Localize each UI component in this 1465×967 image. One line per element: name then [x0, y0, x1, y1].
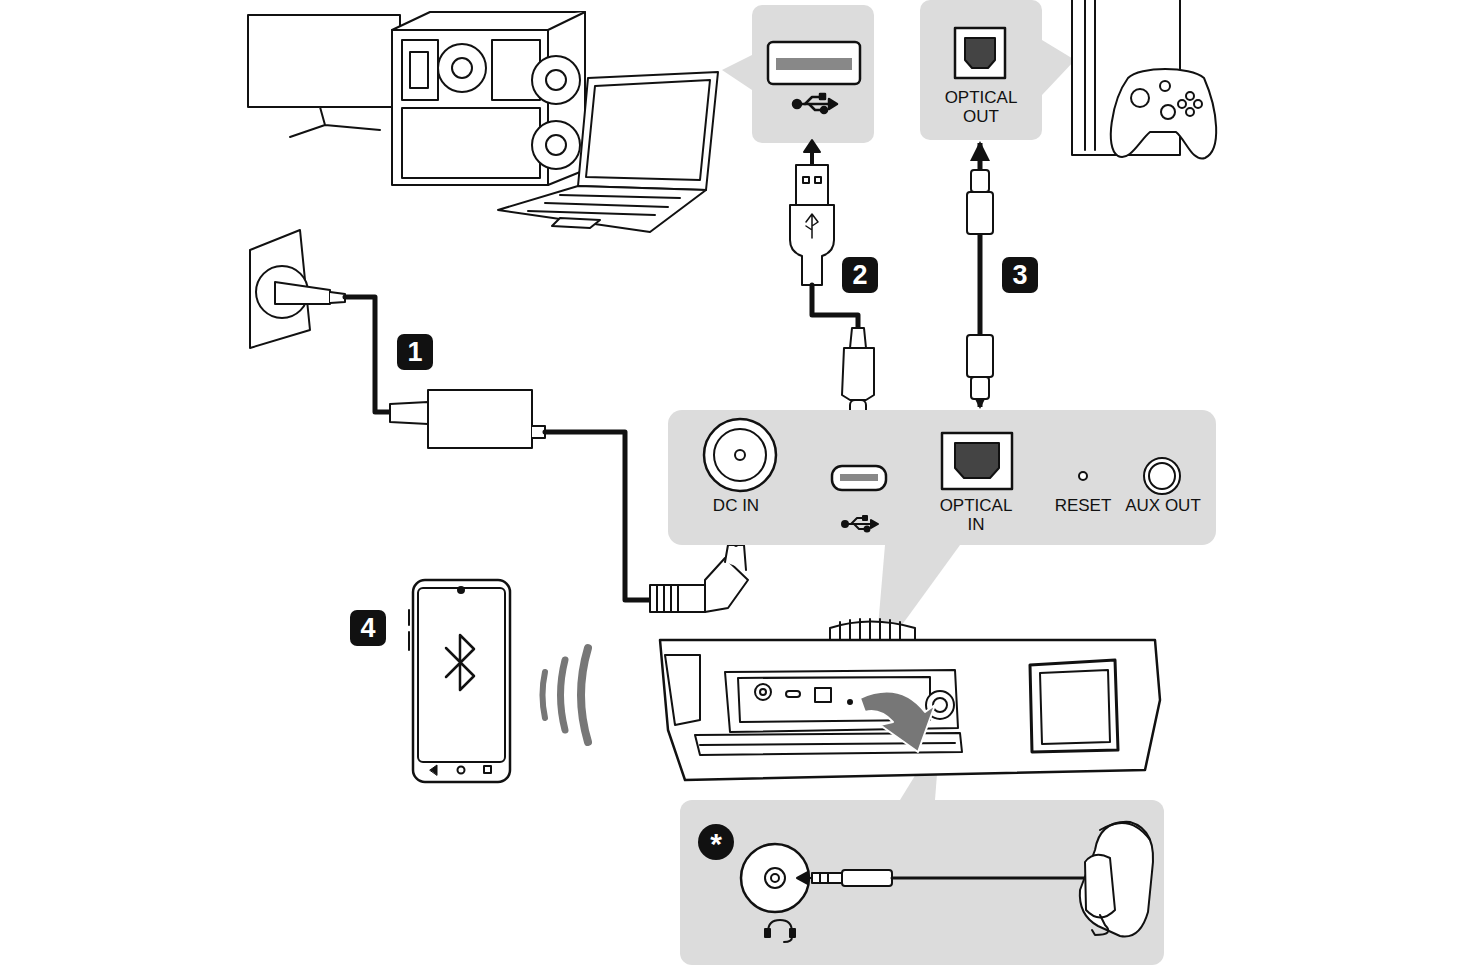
optical-plug — [967, 170, 993, 399]
zoom-wedge — [1042, 40, 1075, 95]
usb-symbol — [842, 516, 878, 532]
port-label: DC IN — [691, 496, 781, 515]
port-callout: OPTICAL OUT — [920, 0, 1042, 140]
port-label: OPTICAL OUT — [926, 88, 1036, 126]
rear-panel — [668, 410, 1216, 545]
callout-number: 1 — [397, 334, 433, 370]
usb-symbol — [793, 94, 837, 113]
callout-number: 4 — [350, 610, 386, 646]
usb-cable — [790, 140, 874, 444]
usb-port-callout — [752, 5, 874, 143]
rear-panel-callout: DC IN OPTICAL IN RESETAUX OUT — [668, 410, 1216, 545]
port-label: RESET — [1043, 496, 1123, 515]
zoom-wedge — [722, 55, 752, 90]
headphone-callout — [680, 800, 1164, 965]
computer-setup — [248, 12, 718, 232]
callout-number: * — [698, 824, 734, 860]
port-label: OPTICAL IN — [932, 496, 1020, 534]
game-console — [1072, 0, 1216, 158]
callout-number: 2 — [842, 257, 878, 293]
port-label: AUX OUT — [1113, 496, 1213, 515]
callout-number: 3 — [1002, 257, 1038, 293]
smartphone — [409, 580, 588, 782]
speaker-device — [660, 619, 1160, 780]
optical-out-callout — [920, 0, 1042, 140]
